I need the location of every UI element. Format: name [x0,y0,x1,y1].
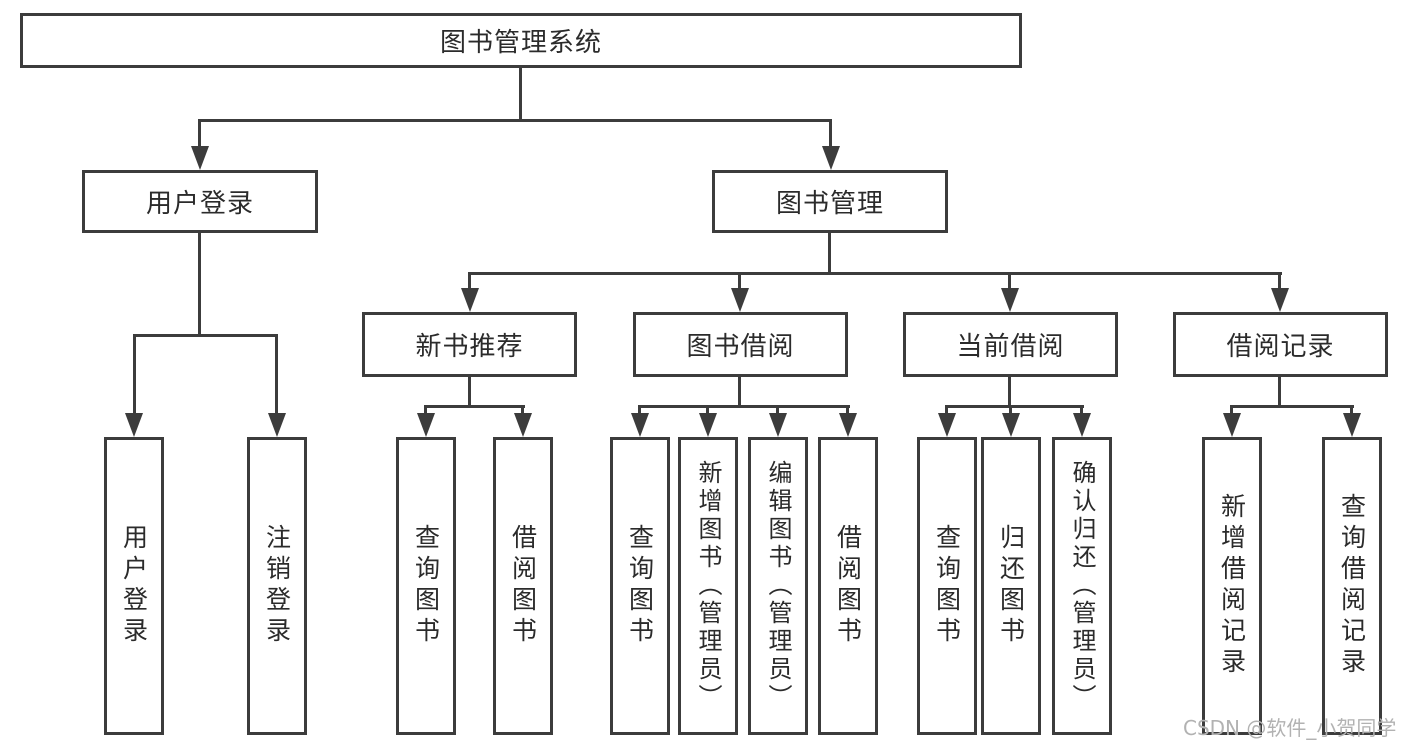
arrow-down-icon [461,288,479,312]
arrow-down-icon [822,146,840,170]
arrow-down-icon [631,413,649,437]
connector-line [133,334,136,418]
node-label: 新书推荐 [415,332,524,362]
node-label: 查询图书 [932,524,962,648]
node-label: 确认归还（管理员） [1068,460,1096,712]
connector-line [519,68,522,121]
leaf-borrow-books-recommend: 借阅图书 [493,437,553,735]
connector-line [468,272,471,292]
arrow-down-icon [938,413,956,437]
node-label: 归还图书 [996,524,1026,648]
arrow-down-icon [191,146,209,170]
connector-line [1230,405,1354,408]
node-label: 借阅图书 [508,524,538,648]
leaf-query-books-borrowing: 查询图书 [610,437,670,735]
connector-line [638,405,850,408]
node-book-borrowing: 图书借阅 [633,312,848,377]
connector-line [468,377,471,407]
node-label: 新增图书（管理员） [694,460,722,712]
arrow-down-icon [1271,288,1289,312]
connector-line [1278,377,1281,407]
node-current-borrowing: 当前借阅 [903,312,1118,377]
leaf-return-book: 归还图书 [981,437,1041,735]
node-label: 借阅图书 [833,524,863,648]
leaf-query-books-current: 查询图书 [917,437,977,735]
leaf-borrow-books-borrowing: 借阅图书 [818,437,878,735]
leaf-add-borrow-record: 新增借阅记录 [1202,437,1262,735]
connector-line [521,405,524,417]
arrow-down-icon [268,413,286,437]
arrow-down-icon [839,413,857,437]
leaf-query-books-recommend: 查询图书 [396,437,456,735]
arrow-down-icon [1223,413,1241,437]
node-label: 新增借阅记录 [1217,493,1247,679]
connector-line [275,334,278,418]
connector-line [738,377,741,407]
node-label: 查询图书 [411,524,441,648]
leaf-edit-book-admin: 编辑图书（管理员） [748,437,808,735]
node-label: 图书管理 [775,189,884,219]
leaf-query-borrow-record: 查询借阅记录 [1322,437,1382,735]
arrow-down-icon [1002,413,1020,437]
connector-line [198,119,832,122]
node-borrowing-records: 借阅记录 [1173,312,1388,377]
node-label: 注销登录 [262,524,292,648]
connector-line [776,405,779,417]
node-label: 图书管理系统 [439,28,602,58]
connector-line [945,405,948,417]
connector-line [945,405,1084,408]
node-book-management: 图书管理 [712,170,948,233]
node-label: 图书借阅 [686,332,795,362]
connector-line [424,405,525,408]
connector-line [468,272,1282,275]
connector-line [828,233,831,274]
connector-line [1230,405,1233,417]
node-label: 用户登录 [119,524,149,648]
node-label: 查询图书 [625,524,655,648]
connector-line [1350,405,1353,417]
connector-line [133,334,278,337]
node-label: 查询借阅记录 [1337,493,1367,679]
connector-line [1009,405,1012,417]
node-label: 用户登录 [145,189,254,219]
node-label: 编辑图书（管理员） [764,460,792,712]
node-new-book-recommend: 新书推荐 [362,312,577,377]
arrow-down-icon [1343,413,1361,437]
leaf-logout: 注销登录 [247,437,307,735]
connector-line [1080,405,1083,417]
leaf-user-login: 用户登录 [104,437,164,735]
connector-line [706,405,709,417]
connector-line [424,405,427,417]
connector-line [1008,377,1011,407]
arrow-down-icon [699,413,717,437]
leaf-confirm-return-admin: 确认归还（管理员） [1052,437,1112,735]
arrow-down-icon [1001,288,1019,312]
connector-line [829,119,832,151]
arrow-down-icon [514,413,532,437]
node-label: 借阅记录 [1226,332,1335,362]
leaf-add-book-admin: 新增图书（管理员） [678,437,738,735]
connector-line [738,272,741,292]
connector-line [846,405,849,417]
connector-line [198,119,201,151]
connector-line [638,405,641,417]
arrow-down-icon [125,413,143,437]
arrow-down-icon [417,413,435,437]
watermark: CSDN @软件_小贺同学 [1183,716,1397,740]
node-library-system: 图书管理系统 [20,13,1022,68]
connector-line [1278,272,1281,292]
node-label: 当前借阅 [956,332,1065,362]
arrow-down-icon [731,288,749,312]
node-user-login: 用户登录 [82,170,318,233]
arrow-down-icon [769,413,787,437]
connector-line [198,233,201,335]
connector-line [1008,272,1011,292]
arrow-down-icon [1073,413,1091,437]
